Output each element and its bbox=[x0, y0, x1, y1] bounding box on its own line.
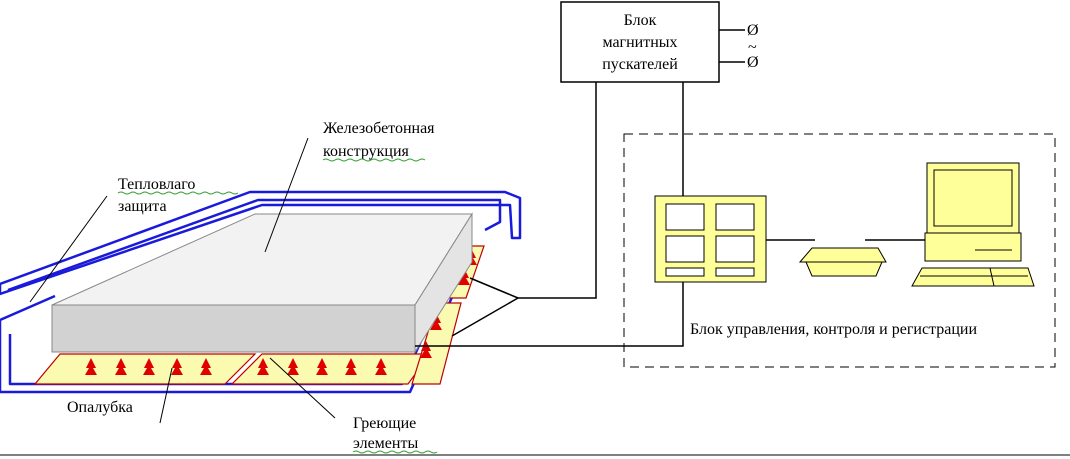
computer-system-unit bbox=[924, 232, 1022, 262]
heating-arrow bbox=[143, 358, 155, 375]
control-block-label: Блок управления, контроля и регистрации bbox=[690, 321, 977, 338]
formwork-label: Опалубка bbox=[67, 399, 133, 416]
heating-arrow bbox=[85, 358, 97, 375]
leader-thermal bbox=[29, 195, 108, 303]
wire-to-starter bbox=[518, 82, 597, 299]
magnetic-starter-label-line1: Блок bbox=[624, 12, 657, 29]
protection-top-cover-inner bbox=[7, 198, 502, 292]
concrete-front-face bbox=[51, 304, 416, 353]
phase-terminal-top: Ø bbox=[747, 22, 759, 39]
control-panel-slot bbox=[715, 267, 755, 277]
concrete-label-underline bbox=[322, 158, 426, 162]
control-panel-window bbox=[715, 203, 755, 231]
computer-keyboard bbox=[911, 267, 1035, 287]
heating-arrow bbox=[200, 358, 212, 375]
concrete-top-face bbox=[51, 213, 473, 306]
wire-heater-upper bbox=[469, 277, 519, 299]
leader-formwork bbox=[159, 367, 173, 424]
printer-base bbox=[805, 261, 883, 277]
heating-arrow bbox=[345, 358, 357, 375]
heating-label-line2: элементы bbox=[353, 435, 418, 452]
computer-screen bbox=[933, 169, 1013, 227]
magnetic-starter-label-line2: магнитных bbox=[602, 34, 677, 51]
heating-arrow bbox=[287, 358, 299, 375]
wiring bbox=[415, 29, 925, 347]
magnetic-starter-label-line3: пускателей bbox=[602, 56, 678, 73]
heating-arrows-left bbox=[85, 358, 212, 375]
heating-arrow bbox=[375, 358, 387, 375]
control-panel-window bbox=[665, 203, 705, 231]
heating-arrows-middle bbox=[257, 358, 387, 375]
magnetic-starter-block bbox=[560, 1, 720, 83]
control-panel-slot bbox=[665, 267, 705, 277]
wire-sensor bbox=[415, 282, 684, 347]
heating-arrow bbox=[257, 358, 269, 375]
wire-heater-lower bbox=[451, 297, 519, 337]
heating-arrow bbox=[316, 358, 328, 375]
heating-arrow bbox=[458, 268, 470, 285]
heating-arrow bbox=[430, 313, 442, 330]
heating-label-underline bbox=[352, 450, 438, 454]
heating-label-line1: Греющие bbox=[353, 415, 416, 432]
leader-heating bbox=[269, 357, 336, 419]
thermal-label-underline bbox=[117, 191, 239, 195]
concrete-label-line1: Железобетонная bbox=[323, 120, 435, 137]
ac-symbol: ~ bbox=[748, 39, 757, 56]
phase-terminal-bottom: Ø bbox=[747, 54, 759, 71]
heating-arrow bbox=[171, 358, 183, 375]
computer-keyboard-keys bbox=[989, 267, 995, 287]
control-panel bbox=[654, 195, 767, 283]
heating-pad-right-lower bbox=[411, 302, 462, 385]
leader-concrete bbox=[264, 137, 309, 253]
printer-body bbox=[798, 247, 887, 263]
printer bbox=[798, 247, 887, 277]
thermal-label-line1: Тепловлаго bbox=[118, 176, 195, 193]
protection-top-cover bbox=[0, 190, 522, 296]
control-panel-window bbox=[715, 235, 755, 263]
concrete-slab bbox=[51, 212, 473, 354]
concrete-right-face bbox=[414, 212, 473, 354]
control-block-boundary bbox=[623, 133, 1056, 368]
heating-arrow bbox=[115, 358, 127, 375]
control-panel-window bbox=[665, 235, 705, 263]
heating-pad-left bbox=[33, 353, 257, 385]
heating-arrow bbox=[420, 341, 432, 358]
thermal-label-line2: защита bbox=[118, 198, 167, 215]
computer bbox=[911, 162, 1035, 287]
leader-lines bbox=[29, 137, 336, 424]
concrete-label-line2: конструкция bbox=[323, 143, 410, 160]
